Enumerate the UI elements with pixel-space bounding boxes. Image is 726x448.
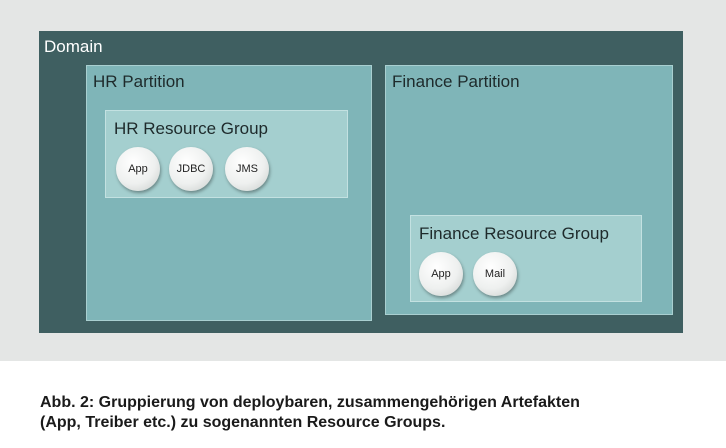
figure-panel: Domain HR Partition HR Resource Group Ap… (0, 0, 726, 361)
caption-line-2: (App, Treiber etc.) zu sogenannten Resou… (40, 414, 446, 431)
finance-partition-label: Finance Partition (392, 72, 520, 91)
finance-resource-group-box: Finance Resource Group App Mail (410, 215, 642, 302)
hr-artifact-jdbc: JDBC (169, 147, 213, 191)
finance-partition-box: Finance Partition Finance Resource Group… (385, 65, 673, 315)
domain-box: Domain HR Partition HR Resource Group Ap… (39, 31, 683, 333)
hr-partition-label: HR Partition (93, 72, 185, 91)
domain-label: Domain (44, 37, 103, 56)
hr-partition-box: HR Partition HR Resource Group App JDBC … (86, 65, 372, 321)
finance-artifact-mail: Mail (473, 252, 517, 296)
caption-line-1: Abb. 2: Gruppierung von deploybaren, zus… (40, 394, 580, 411)
hr-resource-group-box: HR Resource Group App JDBC JMS (105, 110, 348, 198)
figure-caption: Abb. 2: Gruppierung von deploybaren, zus… (40, 393, 710, 433)
finance-artifact-app: App (419, 252, 463, 296)
hr-artifact-app: App (116, 147, 160, 191)
hr-resource-group-label: HR Resource Group (114, 119, 269, 138)
hr-artifact-jms: JMS (225, 147, 269, 191)
finance-resource-group-label: Finance Resource Group (419, 224, 609, 243)
